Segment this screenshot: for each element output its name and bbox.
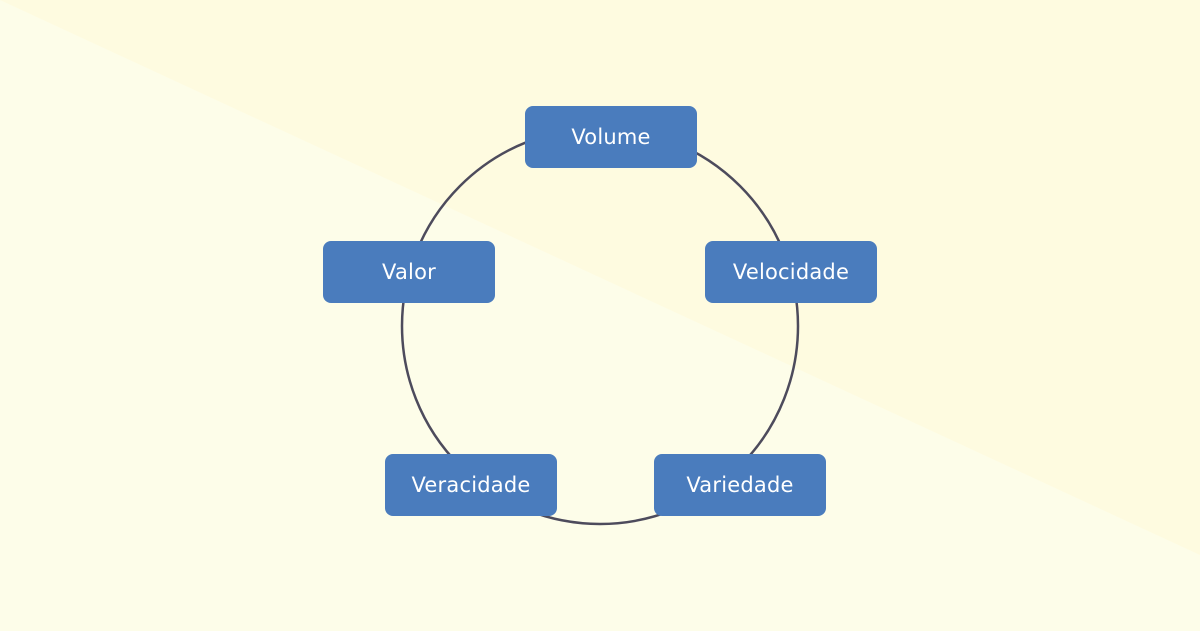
node-veracidade-label: Veracidade: [411, 473, 531, 497]
node-variedade-label: Variedade: [686, 473, 794, 497]
node-valor-label: Valor: [382, 260, 436, 284]
node-variedade: Variedade: [654, 454, 826, 516]
node-volume: Volume: [525, 106, 697, 168]
background-diagonal-band: [0, 0, 1200, 555]
node-volume-label: Volume: [571, 125, 651, 149]
node-veracidade: Veracidade: [385, 454, 557, 516]
node-velocidade-label: Velocidade: [732, 260, 850, 284]
node-valor: Valor: [323, 241, 495, 303]
node-velocidade: Velocidade: [705, 241, 877, 303]
